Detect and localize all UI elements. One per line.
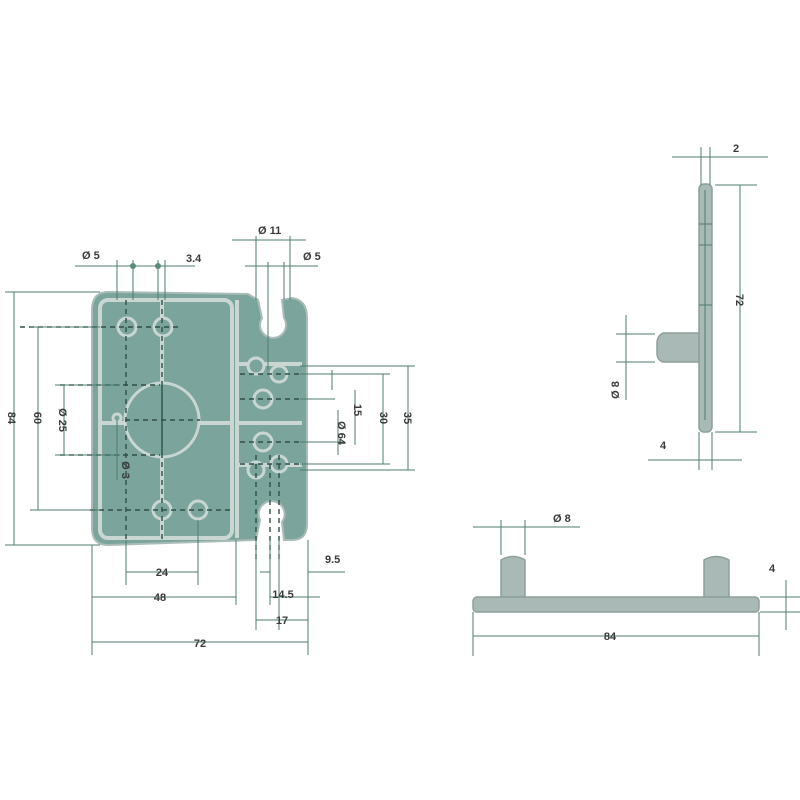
bottom-view: Ø 8 4 84 — [472, 513, 800, 656]
dimension-label: 4 — [769, 563, 776, 575]
dimension-label: Ø 8 — [553, 513, 571, 525]
side-view: 2 72 Ø 8 4 — [610, 143, 768, 470]
dimension-label: 72 — [194, 638, 206, 650]
dimension-label: 15 — [351, 404, 363, 416]
dimension-label: Ø 3 — [119, 461, 131, 479]
dimension-label: Ø 5 — [303, 251, 321, 263]
dimension-label: 4 — [660, 440, 667, 452]
dimension-label: 9.5 — [325, 554, 340, 566]
dimension-label: 3.4 — [186, 253, 202, 265]
dimension-label: 84 — [604, 631, 617, 643]
dimension-label: 72 — [733, 294, 745, 306]
dimension-label: Ø 25 — [56, 408, 68, 432]
dimension-label: Ø 11 — [258, 225, 281, 237]
dimension-label: 24 — [156, 567, 169, 579]
front-view-plate — [20, 290, 308, 560]
dimension-label: Ø 64 — [335, 421, 347, 446]
dimension-label: 35 — [401, 412, 413, 424]
dimension-label: 17 — [276, 615, 288, 627]
dimension-label: Ø 5 — [82, 250, 100, 262]
dimension-label: 2 — [733, 143, 739, 155]
front-view-dimensions: Ø 5 3.4 Ø 11 Ø 5 84 60 Ø 25 Ø 3 15 30 35… — [5, 225, 415, 655]
dimension-label: 84 — [5, 412, 17, 425]
dimension-label: 60 — [31, 412, 43, 424]
dimension-label: 30 — [377, 412, 389, 424]
dimension-label: 48 — [154, 592, 166, 604]
dimension-label: 14.5 — [272, 589, 293, 601]
dimension-label: Ø 8 — [610, 381, 622, 399]
